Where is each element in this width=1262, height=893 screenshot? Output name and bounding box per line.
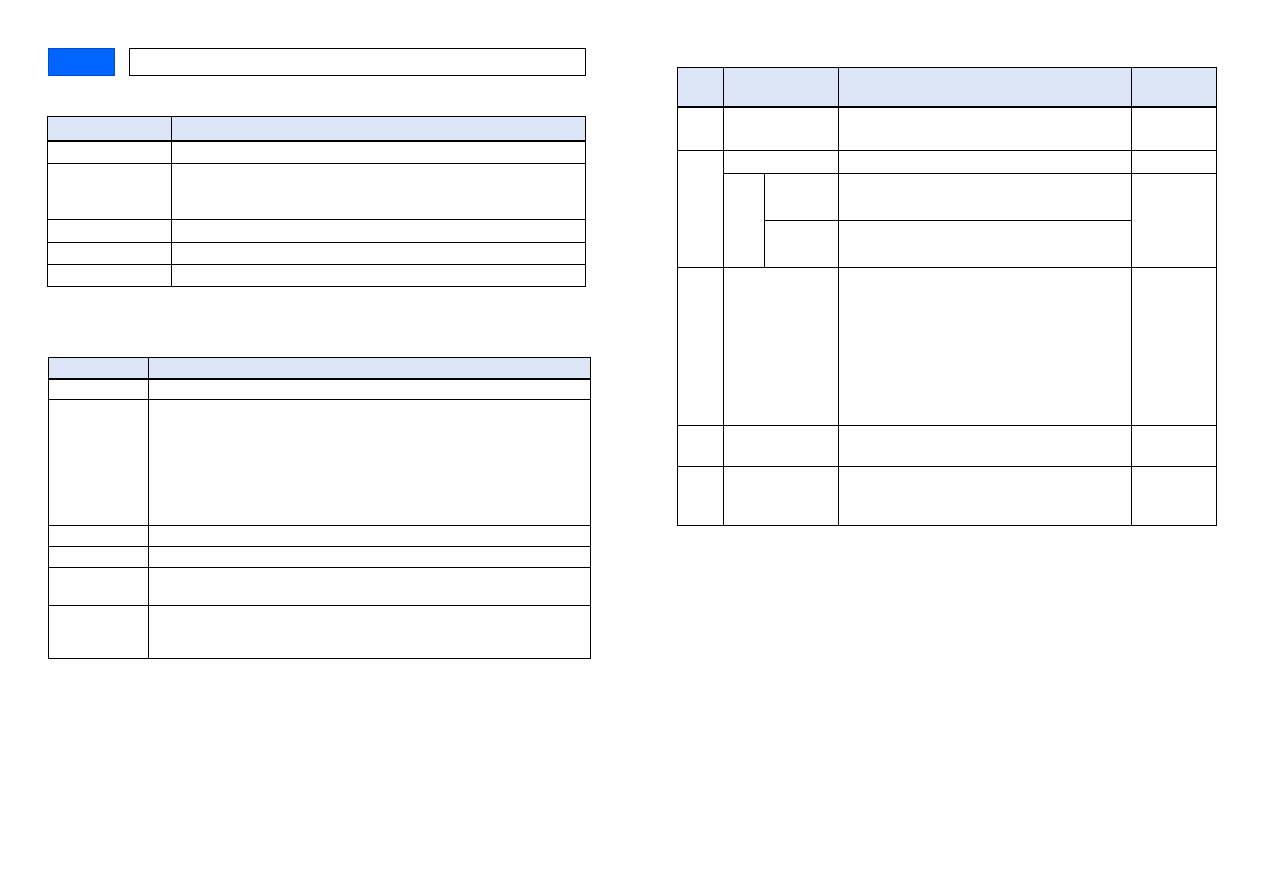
table-cell [838,267,1132,426]
table-cell [723,150,839,174]
table-row [677,106,1217,151]
table-header-cell [677,67,724,108]
table-cell [723,173,765,268]
table-row [47,219,586,243]
table-row [677,425,1217,467]
table-cell [1131,150,1217,174]
table-cell [171,242,586,265]
table-row [48,399,591,526]
table-cell [723,425,839,467]
table-cell [47,163,172,220]
table-row [48,546,591,568]
table-header-cell [723,67,839,108]
table-cell [148,567,591,606]
table-cell [723,466,839,526]
table-3 [677,67,1217,526]
table-header-cell [47,116,172,142]
table-cell [1131,106,1217,151]
table-cell [1131,466,1217,526]
table-cell [171,163,586,220]
table-1 [47,116,586,287]
table-cell [47,242,172,265]
table-cell [148,605,591,659]
table-row [48,525,591,547]
table-cell [1131,267,1217,426]
table-cell [47,264,172,287]
title-box [129,48,586,76]
table-cell [677,150,724,268]
table-cell [148,399,591,526]
table-cell [48,605,149,659]
table-header-cell [838,67,1132,108]
table-row [48,567,591,606]
table-cell [48,399,149,526]
table-cell [47,140,172,164]
table-row [677,267,1217,426]
table-cell [48,378,149,400]
table-row [677,466,1217,526]
table-header-cell [48,357,149,380]
table-cell [1131,173,1217,268]
table-cell [838,425,1132,467]
table-cell [148,378,591,400]
table-cell [838,150,1132,174]
table-row [48,378,591,400]
table-cell [171,264,586,287]
table-header-row [47,116,586,142]
table-cell [723,267,839,426]
table-row [47,242,586,265]
table-cell [171,140,586,164]
table-cell [148,525,591,547]
table-cell [764,220,839,268]
table-cell [48,567,149,606]
table-cell [1131,425,1217,467]
table-cell [838,173,1132,221]
table-cell [764,173,839,221]
table-cell [677,267,724,426]
table-header-cell [1131,67,1217,108]
table-row [678,173,1217,268]
table-cell [171,219,586,243]
table-row [47,163,586,220]
table-cell [48,546,149,568]
table-cell [838,466,1132,526]
table-header-cell [148,357,591,380]
table-cell [48,525,149,547]
table-cell [677,106,724,151]
table-cell [677,466,724,526]
table-cell [148,546,591,568]
table-header-row [48,357,591,380]
table-cell [677,425,724,467]
table-cell [838,106,1132,151]
table-header-row [677,67,1217,108]
table-row [47,140,586,164]
table-header-cell [171,116,586,142]
table-row [47,264,586,287]
table-row [48,605,591,659]
section-badge [48,48,115,76]
table-cell [47,219,172,243]
table-2 [48,357,591,659]
table-cell [723,106,839,151]
table-cell [838,220,1132,268]
table-row [677,150,1217,268]
